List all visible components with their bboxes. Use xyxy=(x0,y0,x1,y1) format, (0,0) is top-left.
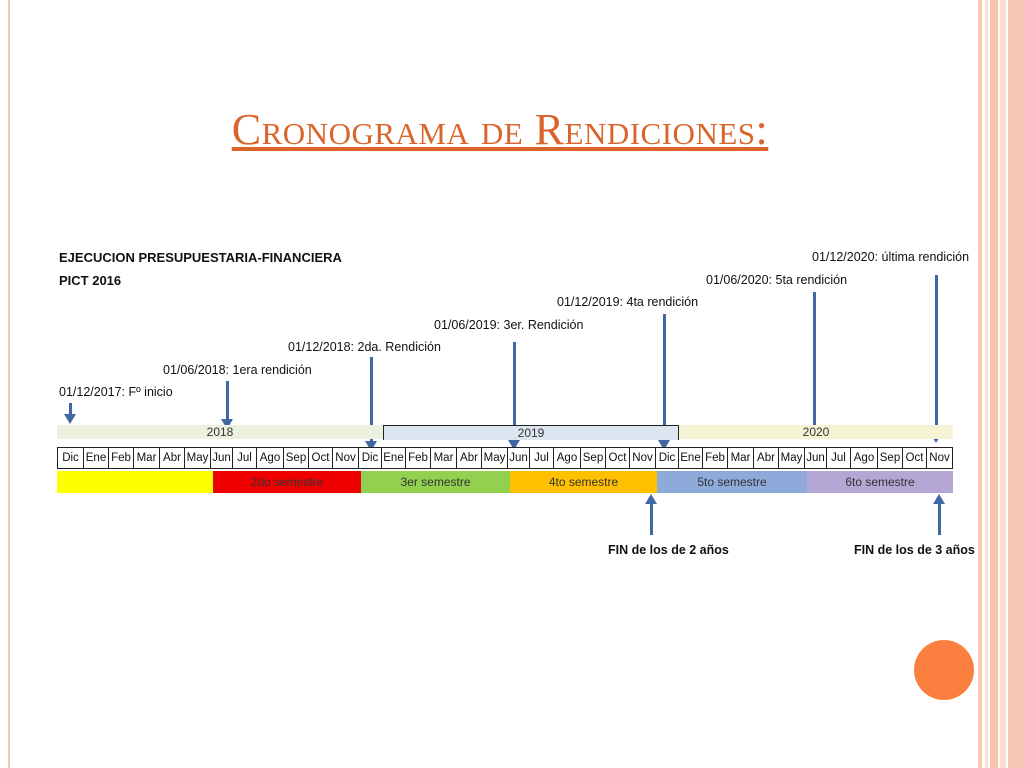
month-cell: Oct xyxy=(308,447,333,469)
milestone-label: 01/12/2019: 4ta rendición xyxy=(557,295,699,309)
diagram-header-line1: EJECUCION PRESUPUESTARIA-FINANCIERA xyxy=(59,250,342,265)
month-cell: Jun xyxy=(210,447,233,469)
month-cell: Jul xyxy=(529,447,554,469)
milestone-label: 01/12/2020: última rendición xyxy=(812,250,970,264)
month-cell: Dic xyxy=(57,447,84,469)
month-cell: Jun xyxy=(507,447,530,469)
month-cell: May xyxy=(481,447,508,469)
semester-bar: 6to semestre xyxy=(807,471,953,493)
milestone-arrow-down xyxy=(365,357,377,451)
month-cell: May xyxy=(184,447,211,469)
semester-bar: 4to semestre xyxy=(510,471,657,493)
month-cell: Sep xyxy=(877,447,903,469)
month-cell: Feb xyxy=(702,447,728,469)
month-cell: May xyxy=(778,447,805,469)
milestone-label: 01/06/2020: 5ta rendición xyxy=(706,273,848,287)
month-cell: Ene xyxy=(381,447,406,469)
semester-bar: 5to semestre xyxy=(657,471,807,493)
month-cell: Oct xyxy=(902,447,927,469)
milestone-arrow-down xyxy=(64,403,76,424)
month-cell: Jun xyxy=(804,447,827,469)
month-cell: Oct xyxy=(605,447,630,469)
month-cell: Ene xyxy=(83,447,109,469)
decorative-circle xyxy=(914,640,974,700)
month-cell: Sep xyxy=(283,447,309,469)
month-cell: Nov xyxy=(332,447,359,469)
month-cell: Ago xyxy=(850,447,878,469)
month-cell: Abr xyxy=(753,447,779,469)
month-cell: Mar xyxy=(430,447,457,469)
milestone-arrow-down xyxy=(221,381,233,429)
end-marker-label: FIN de los de 2 años xyxy=(608,543,729,557)
diagram-header-line2: PICT 2016 xyxy=(59,273,122,288)
month-cell: Ago xyxy=(256,447,284,469)
month-cell: Abr xyxy=(456,447,482,469)
milestone-label: 01/06/2019: 3er. Rendición xyxy=(434,318,584,332)
month-cell: Feb xyxy=(108,447,134,469)
end-arrow-up xyxy=(933,494,945,535)
year-2018: 2018 xyxy=(57,425,383,439)
month-cell: Jul xyxy=(826,447,851,469)
milestone-label: 01/12/2018: 2da. Rendición xyxy=(288,340,441,354)
right-stripe-1 xyxy=(978,0,982,768)
month-cell: Ago xyxy=(553,447,581,469)
right-stripe-4 xyxy=(1000,0,1006,768)
right-stripe-5 xyxy=(1008,0,1024,768)
left-stripe xyxy=(8,0,10,768)
month-cell: Dic xyxy=(358,447,382,469)
milestone-arrow-down xyxy=(930,275,942,443)
month-cell: Nov xyxy=(629,447,656,469)
milestone-arrow-down xyxy=(658,314,670,450)
month-cell: Feb xyxy=(405,447,431,469)
end-arrow-up xyxy=(645,494,657,535)
milestone-label: 01/06/2018: 1era rendición xyxy=(163,363,312,377)
end-marker-label: FIN de los de 3 años xyxy=(854,543,975,557)
month-cell: Sep xyxy=(580,447,606,469)
semester-bar: 2do semestre xyxy=(213,471,361,493)
month-cell: Abr xyxy=(159,447,185,469)
month-cell: Mar xyxy=(133,447,160,469)
year-2020: 2020 xyxy=(679,425,953,439)
semester-bar: 3er semestre xyxy=(361,471,510,493)
month-cell: Mar xyxy=(727,447,754,469)
milestone-label: 01/12/2017: Fº inicio xyxy=(59,385,173,399)
milestone-arrow-down xyxy=(808,292,820,435)
month-cell: Jul xyxy=(232,447,257,469)
right-stripe-3 xyxy=(990,0,998,768)
month-cell: Dic xyxy=(655,447,679,469)
right-stripe-2 xyxy=(985,0,988,768)
slide-title: Cronograma de Rendiciones: xyxy=(231,105,769,154)
milestone-arrow-down xyxy=(508,342,520,450)
year-2019: 2019 xyxy=(383,425,679,440)
month-cell: Ene xyxy=(678,447,703,469)
month-cell: Nov xyxy=(926,447,953,469)
semester-bar xyxy=(57,471,213,493)
